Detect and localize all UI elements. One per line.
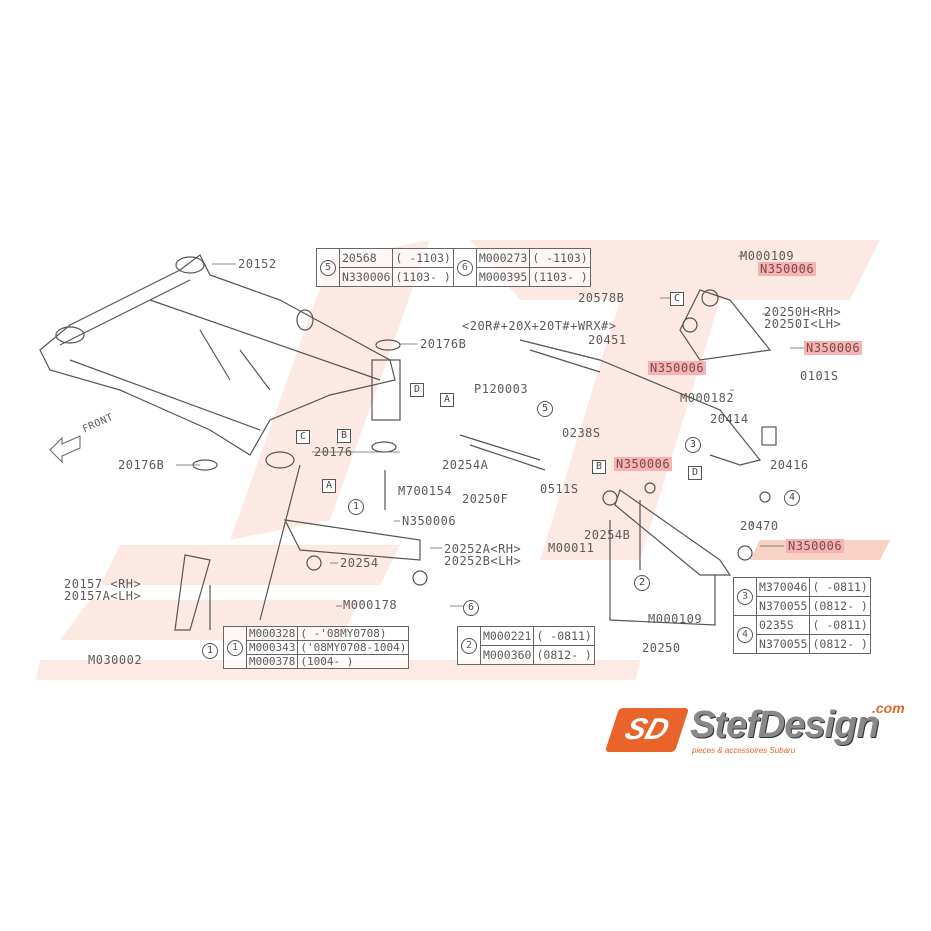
part-number: N370055 [755,596,811,616]
table-key-2: 2 [461,638,477,654]
parts-table-2: 2 M000221( -0811) M000360(0812- ) [457,626,595,665]
part-label-20470: 20470 [740,519,779,533]
part-label-m000109: M000109 [740,249,795,263]
logo-mark: SD [604,708,690,752]
ref-circle-3: 3 [685,437,701,453]
part-number: 0235S [755,615,811,635]
part-label-20157a: 20157A<LH> [64,589,142,603]
part-label-20250f: 20250F [462,492,509,506]
highlighted-part-n350006[interactable]: N350006 [614,457,673,471]
date-range: ( -0811) [809,615,871,635]
stefdesign-logo: SD StefDesign .com pieces & accessoires … [604,700,922,760]
part-label-20250: 20250 [642,641,681,655]
date-range: (1103- ) [529,267,591,287]
part-label-20416: 20416 [770,458,809,472]
ref-circle-6: 6 [463,600,479,616]
date-range: ('08MY0708-1004) [297,640,410,655]
part-number: M000343 [245,640,299,655]
part-label-20250h: 20250H<RH> [764,305,842,319]
ref-box-d: D [410,383,424,397]
part-number: M000328 [245,626,299,641]
part-label-m00011: M00011 [548,541,595,555]
part-label-20254b: 20254B [584,528,631,542]
part-number: 20568 [338,248,394,268]
part-number: M000395 [475,267,531,287]
highlighted-part-n350006[interactable]: N350006 [758,262,817,276]
part-label-20451: 20451 [588,333,627,347]
table-key-4: 4 [737,627,753,643]
date-range: ( -1103) [392,248,454,268]
table-key-3: 3 [737,589,753,605]
part-label-m000109-lower: M000109 [648,612,703,626]
part-number: N330006 [338,267,394,287]
ref-circle-1-lower: 1 [202,643,218,659]
ref-box-a: A [440,393,454,407]
ref-box-b: B [592,460,606,474]
part-label-20254: 20254 [340,556,379,570]
part-number: N370055 [755,634,811,654]
logo-brand: StefDesign [690,704,879,746]
logo-domain: .com [872,700,905,716]
ref-box-b-left: B [337,429,351,443]
highlighted-part-n350006[interactable]: N350006 [648,361,707,375]
part-label-0511s: 0511S [540,482,579,496]
model-applicability-label: <20R#+20X+20T#+WRX#> [462,319,617,333]
part-label-20252a: 20252A<RH> [444,542,522,556]
ref-circle-4: 4 [784,490,800,506]
part-label-n350006: N350006 [402,514,457,528]
part-label-m030002: M030002 [88,653,143,667]
parts-table-5-6: 5 20568( -1103) 6 M000273( -1103) N33000… [316,248,591,287]
date-range: ( -0811) [533,626,595,646]
ref-box-c: C [670,292,684,306]
part-label-20152: 20152 [238,257,277,271]
parts-table-3-4: 3 M370046( -0811) N370055(0812- ) 4 0235… [733,577,871,654]
date-range: (1103- ) [392,267,454,287]
ref-circle-2: 2 [634,575,650,591]
part-number: M000221 [479,626,535,646]
logo-tagline: pieces & accessoires Subaru [692,746,796,755]
date-range: (0812- ) [809,634,871,654]
part-label-0101s: 0101S [800,369,839,383]
part-label-20176: 20176 [314,445,353,459]
part-number: M000360 [479,645,535,665]
ref-circle-5: 5 [537,401,553,417]
date-range: (1004- ) [297,654,410,669]
links-and-arms [174,289,777,631]
front-arrow [49,435,81,464]
date-range: (0812- ) [533,645,595,665]
table-key-5: 5 [320,260,336,276]
ref-box-c-left: C [296,430,310,444]
part-label-20578b: 20578B [578,291,625,305]
part-label-20414: 20414 [710,412,749,426]
ref-box-d-right: D [688,466,702,480]
part-label-20252b: 20252B<LH> [444,554,522,568]
ref-circle-1: 1 [348,499,364,515]
date-range: ( -1103) [529,248,591,268]
highlighted-part-n350006[interactable]: N350006 [786,539,845,553]
part-label-0238s: 0238S [562,426,601,440]
part-label-20176b: 20176B [420,337,467,351]
part-number: M370046 [755,577,811,597]
part-number: M000273 [475,248,531,268]
ref-box-a-left: A [322,479,336,493]
part-label-p120003: P120003 [474,382,529,396]
part-label-20176b-left: 20176B [118,458,165,472]
part-label-20250i: 20250I<LH> [764,317,842,331]
date-range: (0812- ) [809,596,871,616]
table-key-6: 6 [456,260,473,276]
date-range: ( -0811) [809,577,871,597]
part-label-m000178: M000178 [343,598,398,612]
part-label-m000182: M000182 [680,391,735,405]
highlighted-part-n350006[interactable]: N350006 [804,341,863,355]
part-number: M000378 [245,654,299,669]
part-label-20254a: 20254A [442,458,489,472]
part-label-m700154: M700154 [398,484,453,498]
parts-table-1: 1 M000328( -'08MY0708) M000343('08MY0708… [223,626,410,669]
part-label-20157: 20157 <RH> [64,577,142,591]
table-key-1: 1 [227,640,243,656]
crossmember [39,254,401,471]
date-range: ( -'08MY0708) [297,626,410,641]
